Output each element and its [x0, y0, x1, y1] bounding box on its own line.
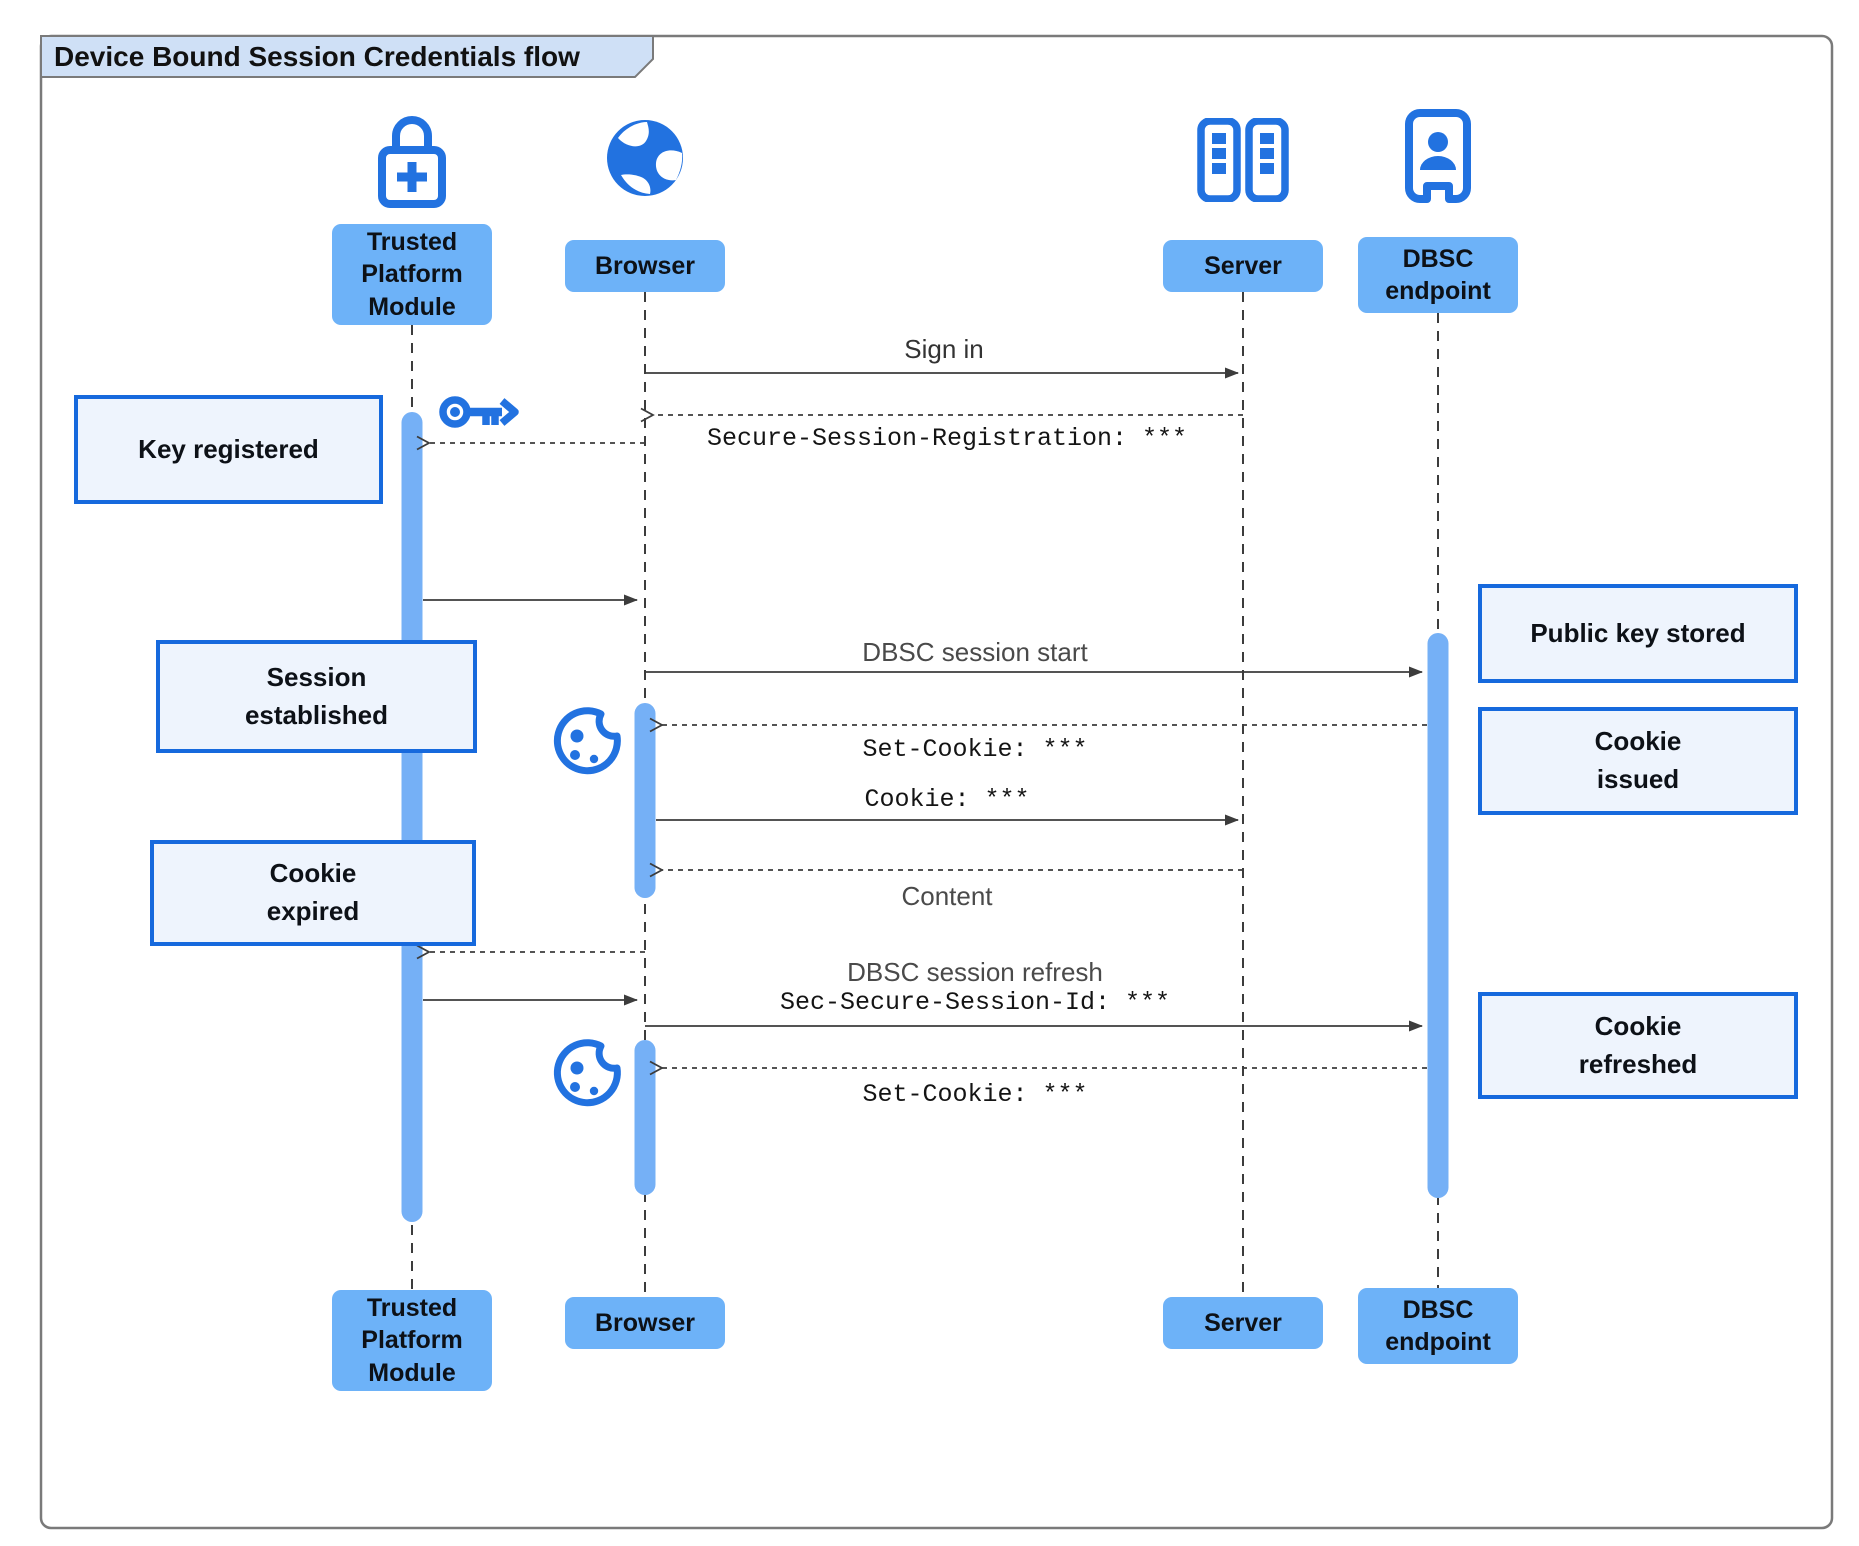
participant-server-bottom: Server [1163, 1297, 1323, 1349]
participant-browser-bottom: Browser [565, 1297, 725, 1349]
participant-browser-top: Browser [565, 240, 725, 292]
activation-bar-browser-1 [634, 703, 656, 898]
message-label-content: Content [901, 881, 993, 911]
message-label-set-cookie-1: Set-Cookie: *** [862, 735, 1088, 764]
cookie-icon [548, 698, 626, 780]
doorway-person-icon [1400, 108, 1476, 204]
message-label-dbsc-session-start: DBSC session start [862, 637, 1088, 667]
activation-bar-browser-2 [634, 1040, 656, 1195]
note-cookie-expired: Cookie expired [150, 840, 476, 946]
participant-dbsc-top: DBSC endpoint [1358, 237, 1518, 313]
message-label-set-cookie-2: Set-Cookie: *** [862, 1080, 1088, 1109]
participant-dbsc-bottom: DBSC endpoint [1358, 1288, 1518, 1364]
note-key-registered: Key registered [74, 395, 383, 504]
title-tab-shape [40, 35, 654, 78]
participant-tpm-bottom: Trusted Platform Module [332, 1290, 492, 1391]
note-cookie-issued: Cookie issued [1478, 707, 1798, 815]
activation-bar-dbsc [1427, 633, 1449, 1198]
diagram-title: Device Bound Session Credentials flow [54, 41, 580, 72]
server-rack-icon [1195, 118, 1291, 202]
participant-tpm-top: Trusted Platform Module [332, 224, 492, 325]
lock-plus-icon [374, 106, 450, 210]
globe-icon [605, 118, 685, 198]
activation-bar-tpm [401, 412, 423, 1222]
message-label-sign-in: Sign in [904, 334, 984, 364]
note-session-established: Session established [156, 640, 477, 753]
message-label-cookie: Cookie: *** [864, 785, 1030, 814]
participant-server-top: Server [1163, 240, 1323, 292]
message-label-dbsc-session-refresh: DBSC session refresh [847, 957, 1103, 987]
note-public-key-stored: Public key stored [1478, 584, 1798, 683]
cookie-icon [548, 1030, 626, 1112]
message-label-sec-secure-session-id: Sec-Secure-Session-Id: *** [779, 988, 1171, 1017]
note-cookie-refreshed: Cookie refreshed [1478, 992, 1798, 1099]
message-label-secure-session-registration: Secure-Session-Registration: *** [706, 424, 1188, 453]
key-icon [436, 386, 520, 440]
